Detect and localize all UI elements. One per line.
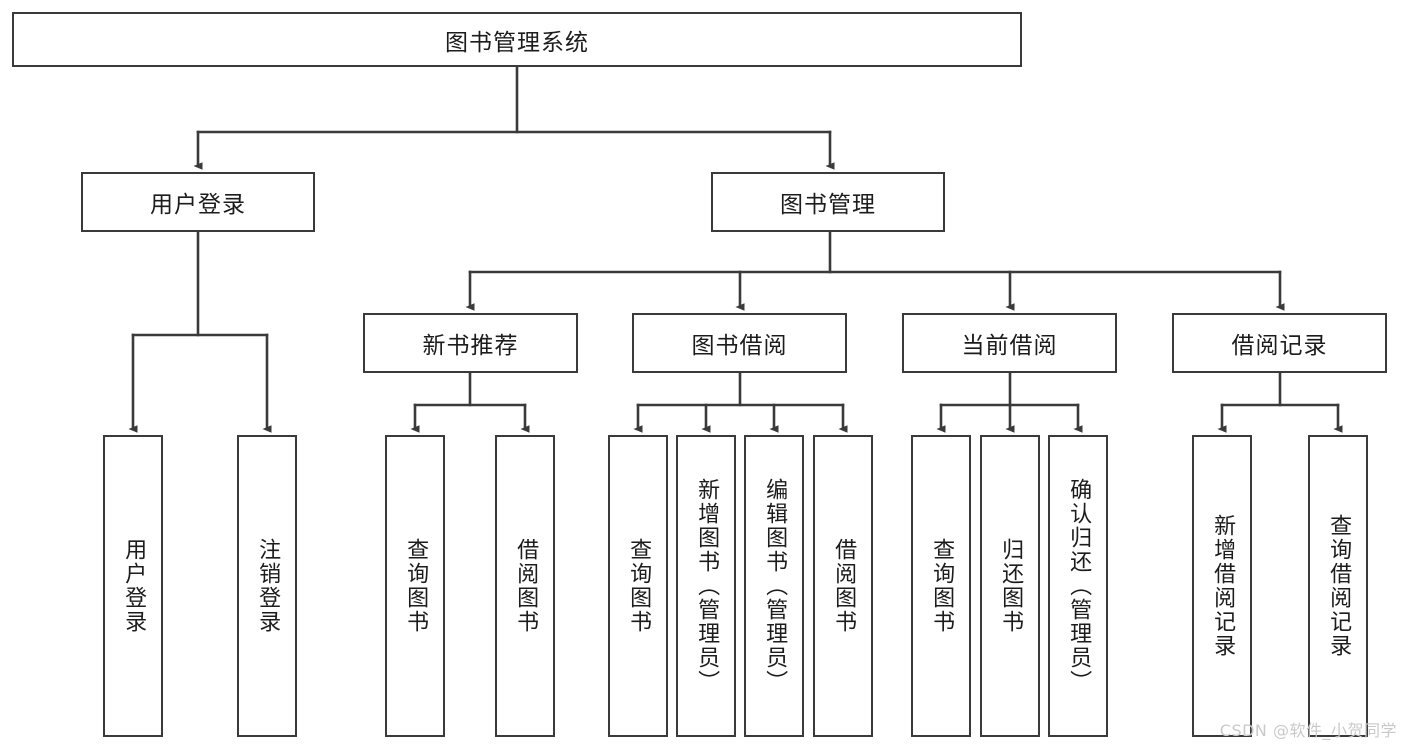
leaf-user-login-2[interactable]: 注销登录 — [237, 435, 297, 737]
leaf-user-login-1[interactable]: 用户登录 — [103, 435, 163, 737]
leaf-label: 新增图书（管理员） — [694, 478, 720, 694]
leaf-book-borrow-1[interactable]: 查询图书 — [608, 435, 668, 737]
node-borrow-record[interactable]: 借阅记录 — [1172, 313, 1387, 373]
leaf-label: 注销登录 — [255, 538, 281, 634]
node-new-book-label: 新书推荐 — [422, 333, 519, 359]
leaf-label: 查询图书 — [626, 538, 652, 634]
leaf-label: 用户登录 — [121, 538, 147, 634]
node-book-manage[interactable]: 图书管理 — [711, 172, 945, 232]
node-root-label: 图书管理系统 — [445, 29, 589, 56]
leaf-book-borrow-4[interactable]: 借阅图书 — [813, 435, 873, 737]
leaf-book-borrow-2[interactable]: 新增图书（管理员） — [676, 435, 736, 737]
leaf-label: 编辑图书（管理员） — [762, 478, 788, 694]
leaf-label: 确认归还（管理员） — [1066, 478, 1092, 694]
leaf-borrow-record-1[interactable]: 新增借阅记录 — [1192, 435, 1252, 737]
leaf-label: 查询借阅记录 — [1326, 514, 1352, 658]
node-current-borrow[interactable]: 当前借阅 — [902, 313, 1117, 373]
leaf-current-borrow-3[interactable]: 确认归还（管理员） — [1048, 435, 1108, 737]
node-book-borrow-label: 图书借阅 — [691, 333, 788, 359]
node-book-borrow[interactable]: 图书借阅 — [632, 313, 847, 373]
watermark-text: CSDN @软件_小贺同学 — [1219, 721, 1397, 740]
node-borrow-record-label: 借阅记录 — [1231, 333, 1328, 359]
node-root[interactable]: 图书管理系统 — [12, 12, 1022, 67]
leaf-borrow-record-2[interactable]: 查询借阅记录 — [1308, 435, 1368, 737]
node-current-borrow-label: 当前借阅 — [961, 333, 1058, 359]
leaf-label: 查询图书 — [929, 538, 955, 634]
leaf-label: 新增借阅记录 — [1210, 514, 1236, 658]
node-book-manage-label: 图书管理 — [780, 192, 876, 218]
leaf-current-borrow-2[interactable]: 归还图书 — [980, 435, 1040, 737]
leaf-new-book-2[interactable]: 借阅图书 — [495, 435, 555, 737]
leaf-label: 归还图书 — [998, 538, 1024, 634]
leaf-label: 借阅图书 — [513, 538, 539, 634]
node-user-login-label: 用户登录 — [150, 192, 246, 218]
leaf-label: 借阅图书 — [831, 538, 857, 634]
node-user-login[interactable]: 用户登录 — [81, 172, 315, 232]
leaf-current-borrow-1[interactable]: 查询图书 — [911, 435, 971, 737]
leaf-label: 查询图书 — [403, 538, 429, 634]
node-new-book[interactable]: 新书推荐 — [363, 313, 578, 373]
leaf-book-borrow-3[interactable]: 编辑图书（管理员） — [744, 435, 804, 737]
leaf-new-book-1[interactable]: 查询图书 — [385, 435, 445, 737]
